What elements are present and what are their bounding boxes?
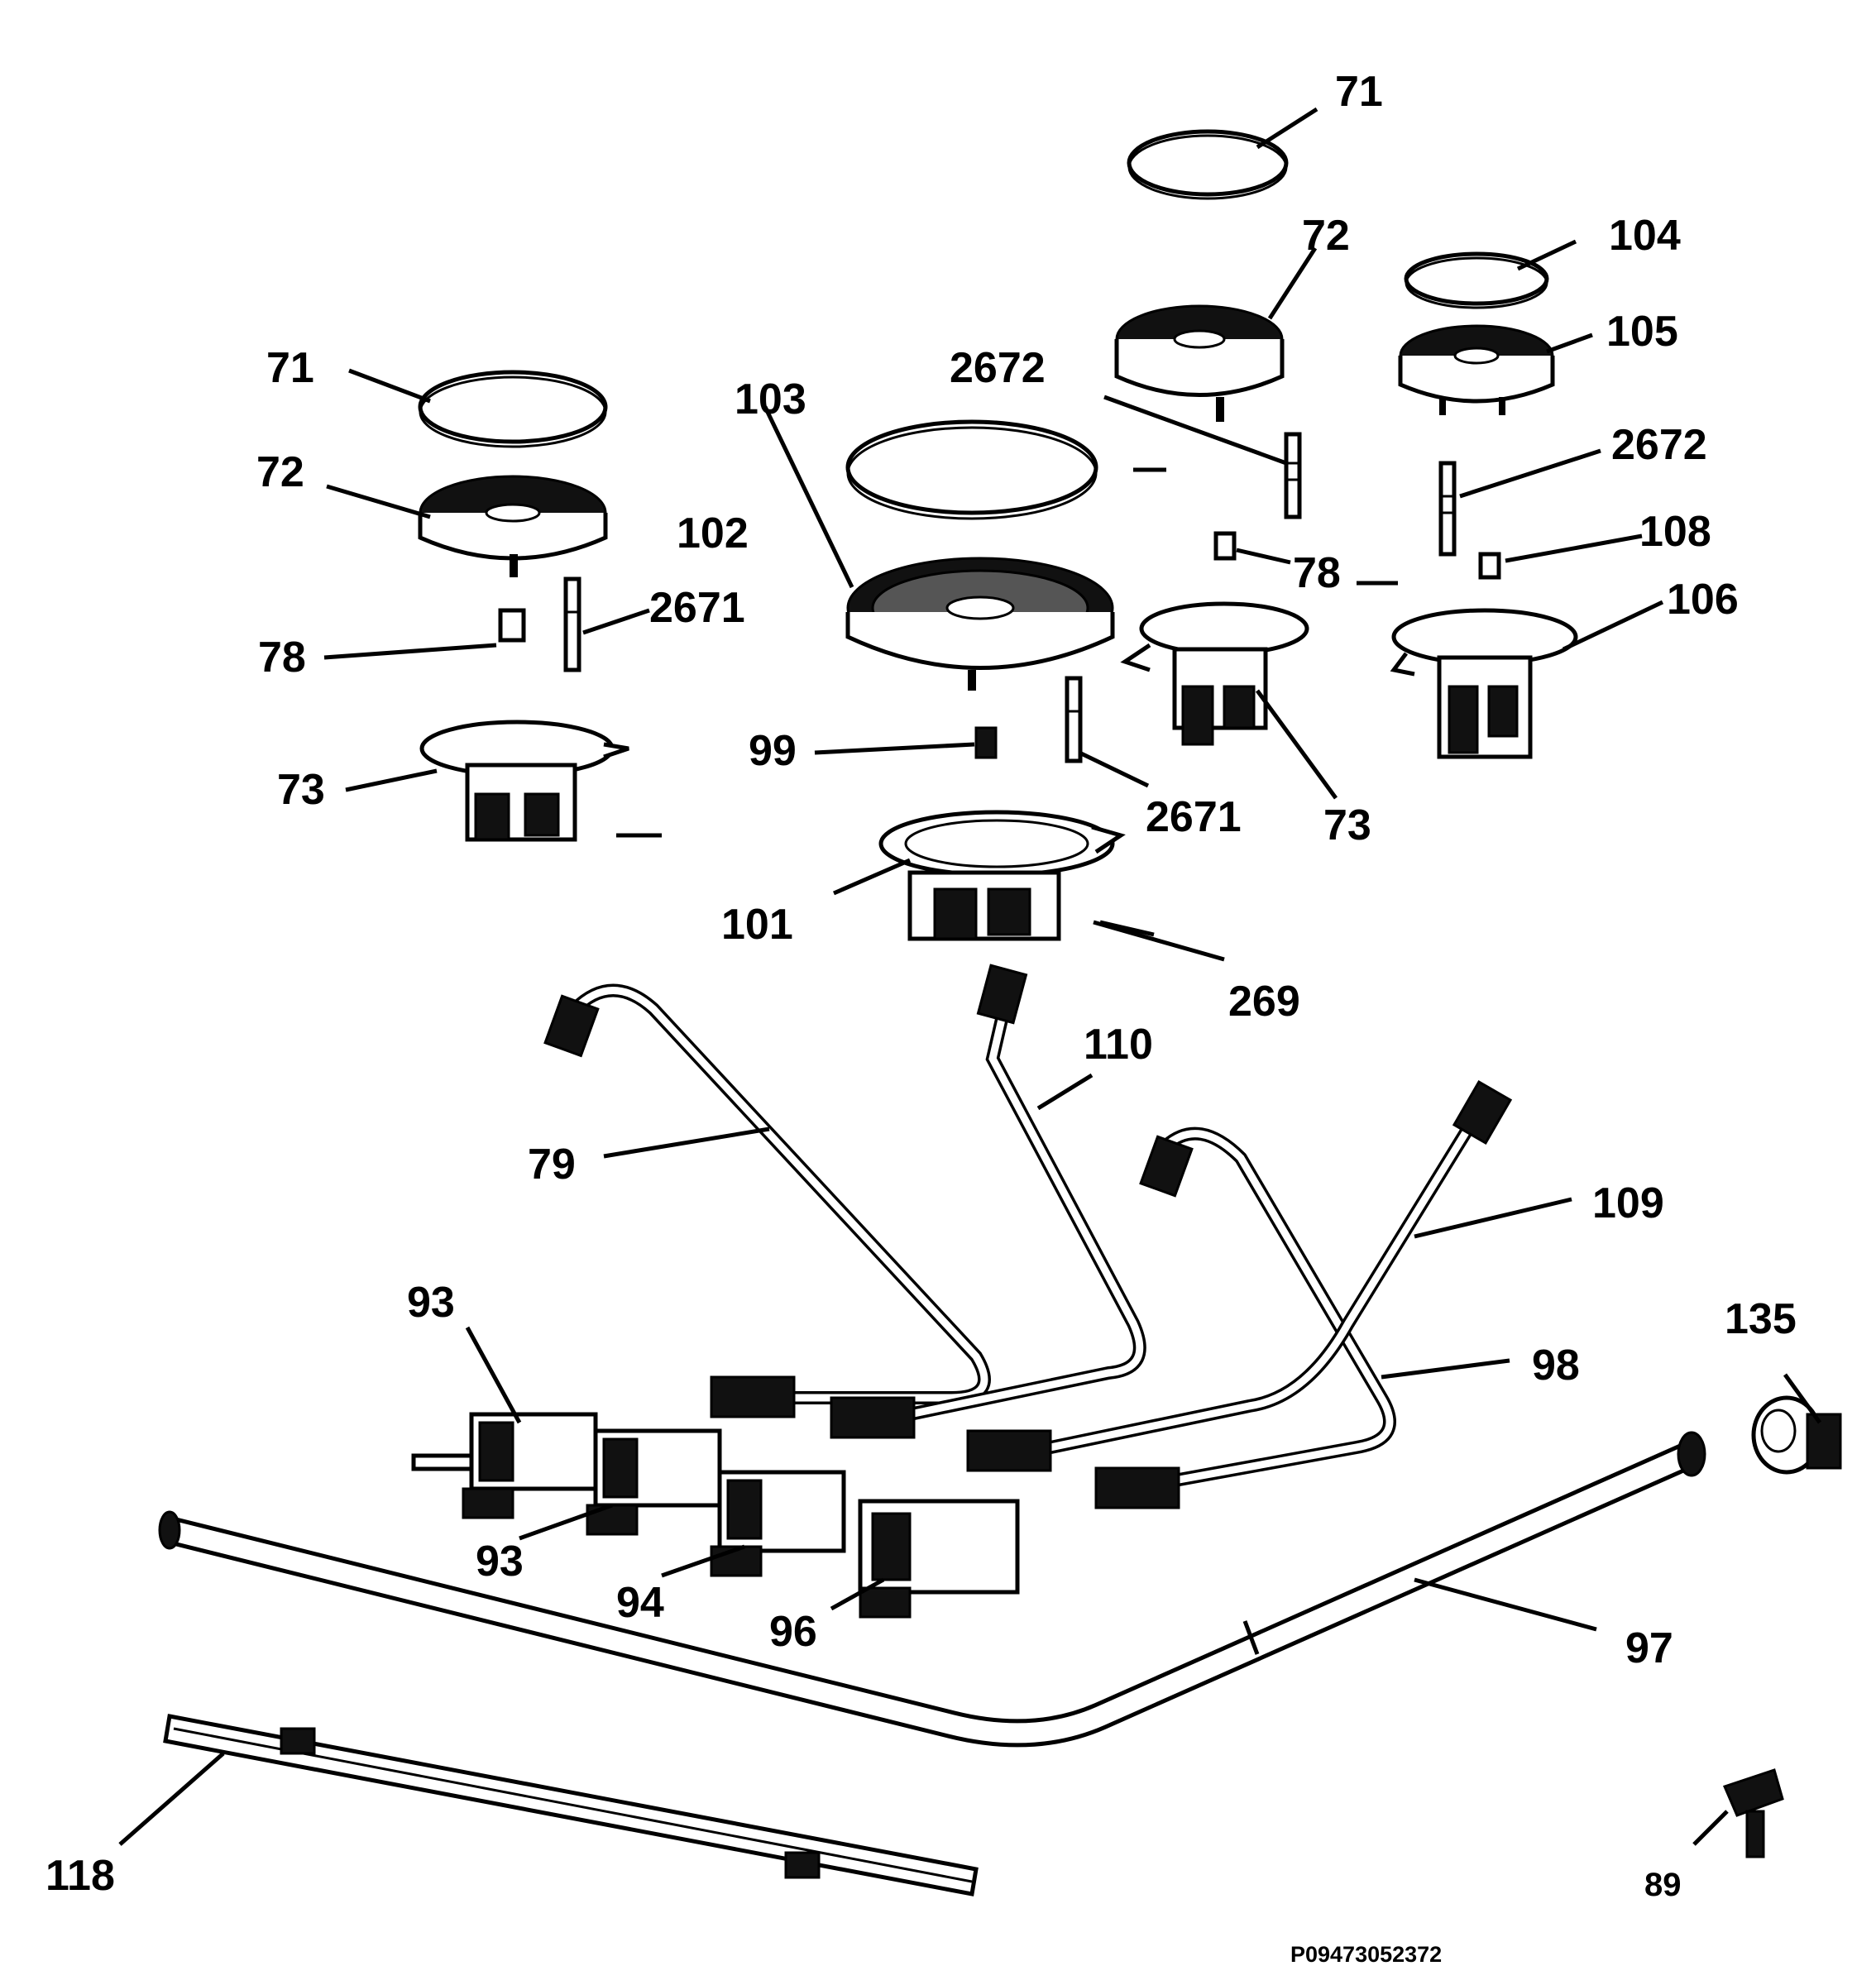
part-96-valve (858, 1499, 1020, 1619)
label-105: 105 (1606, 308, 1678, 356)
part-105-crown (1398, 324, 1555, 415)
part-118-bracket (163, 1714, 979, 1897)
part-104-cap (1404, 251, 1549, 309)
label-104: 104 (1609, 212, 1681, 260)
part-109-tube (966, 1079, 1513, 1472)
label-269: 269 (1228, 978, 1300, 1026)
part-97-manifold (158, 1431, 1706, 1748)
part-269-arrow (1099, 920, 1155, 937)
label-78-left: 78 (258, 634, 306, 682)
label-71-left: 71 (266, 344, 314, 392)
part-71-cap-left (418, 370, 608, 448)
label-106: 106 (1667, 576, 1739, 624)
part-79-tube (543, 983, 991, 1418)
part-106-burner-body (1390, 608, 1578, 759)
part-73-burner-body-right (1120, 601, 1309, 746)
label-72-left: 72 (256, 448, 304, 496)
label-108: 108 (1639, 508, 1711, 556)
part-98-tube (1094, 1126, 1396, 1509)
part-93-valve-b (586, 1428, 722, 1536)
part-78-nozzle-a (1213, 531, 1237, 561)
label-2671-left: 2671 (649, 584, 745, 632)
part-135-fitting (1751, 1395, 1842, 1475)
label-73-right: 73 (1323, 801, 1371, 849)
part-93-valve-a (411, 1412, 598, 1519)
label-2672-right: 2672 (1611, 421, 1707, 469)
part-99-nozzle (974, 726, 998, 759)
label-89: 89 (1644, 1867, 1682, 1903)
label-118: 118 (45, 1852, 115, 1900)
diagram-reference-code: P09473052372 (1290, 1942, 1442, 1967)
part-78-nozzle-b (498, 608, 526, 643)
label-72-top: 72 (1302, 212, 1350, 260)
label-71-top: 71 (1335, 68, 1383, 116)
part-2671-probe-center (1065, 676, 1083, 763)
part-108-nozzle (1478, 552, 1501, 580)
part-89-screw (1722, 1768, 1784, 1858)
label-135: 135 (1725, 1295, 1797, 1343)
label-99: 99 (749, 727, 797, 775)
label-102: 102 (677, 509, 749, 557)
part-72-crown-left (418, 475, 608, 577)
label-96: 96 (769, 1608, 817, 1656)
part-110-tube (830, 964, 1146, 1439)
part-2672-probe-b (1438, 461, 1457, 557)
part-72-crown-top-right (1114, 304, 1285, 422)
label-94: 94 (616, 1579, 664, 1627)
label-93-bottom: 93 (476, 1538, 524, 1586)
part-2672-probe-a (1284, 432, 1302, 519)
label-97: 97 (1625, 1624, 1673, 1672)
label-103: 103 (735, 375, 806, 423)
label-2672-center: 2672 (950, 344, 1046, 392)
label-101: 101 (721, 901, 793, 949)
label-109: 109 (1592, 1179, 1664, 1227)
label-110: 110 (1084, 1021, 1153, 1069)
label-73-left: 73 (277, 766, 325, 814)
part-102-large-crown (845, 557, 1115, 691)
part-101-burner-body-large (878, 810, 1126, 941)
part-103-large-cap (845, 419, 1098, 520)
part-2671-probe-left (563, 576, 581, 672)
part-71-cap-top-right (1127, 129, 1289, 200)
part-73-burner-body-left (419, 720, 629, 842)
part-94-valve (710, 1470, 846, 1577)
leader-lines (118, 107, 1822, 1846)
label-93-top: 93 (407, 1279, 455, 1327)
label-79: 79 (528, 1141, 576, 1189)
label-2671-center: 2671 (1146, 793, 1242, 841)
label-98: 98 (1532, 1342, 1580, 1390)
label-78-right: 78 (1293, 549, 1341, 597)
